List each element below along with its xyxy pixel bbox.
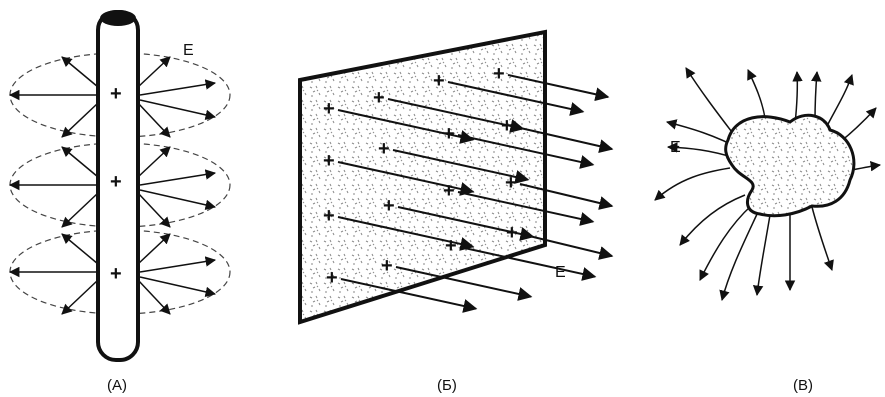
- plane-field-arrow: [340, 278, 478, 313]
- plane-field-arrow: [459, 246, 597, 281]
- panel-c-caption: (В): [793, 377, 813, 394]
- panel-c-conductor-field: E (В): [654, 67, 882, 394]
- charged-wire: [96, 10, 140, 362]
- conductor-field-line: [839, 107, 877, 143]
- panel-a-field-arrows: [8, 56, 217, 315]
- panel-b-plane-field: ++++++++++++++++ E (Б): [298, 29, 614, 394]
- plane-charge: +: [383, 195, 395, 217]
- wire-field-arrow: [61, 192, 99, 228]
- wire-field-arrow: [137, 56, 171, 88]
- conductor-field-line: [811, 206, 834, 271]
- plane-charge: +: [378, 138, 390, 160]
- wire-field-arrow: [137, 192, 171, 228]
- wire-field-arrow: [61, 56, 99, 88]
- panel-a-wire-field: + + + E (А): [8, 10, 231, 394]
- wire-charge-1: +: [110, 83, 122, 105]
- wire-field-arrow: [137, 146, 171, 178]
- panel-a-caption: (А): [107, 377, 127, 394]
- wire-field-arrow: [139, 79, 217, 96]
- plane-charge: +: [433, 70, 445, 92]
- wire-field-arrow: [139, 256, 217, 273]
- wire-field-arrow: [61, 233, 99, 265]
- plane-field-arrow: [337, 109, 475, 144]
- wire-field-arrow: [139, 276, 217, 298]
- panel-a-field-label: E: [183, 42, 194, 59]
- plane-field-arrow: [395, 266, 533, 301]
- plane-field-arrow: [457, 134, 595, 169]
- plane-charge: +: [445, 235, 457, 257]
- conductor-field-line: [719, 211, 759, 302]
- wire-charge-2: +: [110, 171, 122, 193]
- wire-field-arrow: [139, 189, 217, 211]
- panel-c-field-label: E: [670, 139, 681, 156]
- wire-field-arrow: [61, 279, 99, 315]
- plane-charge: +: [505, 172, 517, 194]
- panel-b-caption: (Б): [437, 377, 457, 394]
- wire-field-arrow: [137, 102, 171, 138]
- plane-charge: +: [493, 63, 505, 85]
- plane-field-arrow: [392, 149, 530, 184]
- conductor-field-line: [654, 167, 731, 201]
- plane-field-arrow: [337, 216, 475, 251]
- plane-field-arrow: [447, 81, 585, 116]
- plane-charge: +: [381, 255, 393, 277]
- conductor-field-line: [679, 194, 746, 246]
- plane-charge: +: [443, 180, 455, 202]
- wire-field-arrow: [137, 233, 171, 265]
- conductor-field-line: [851, 160, 882, 172]
- plane-charge: +: [326, 267, 338, 289]
- wire-charge-3: +: [110, 263, 122, 285]
- plane-field-arrow: [515, 126, 614, 154]
- charged-plane: [298, 29, 547, 325]
- plane-charge: +: [373, 87, 385, 109]
- conductor-field-line: [752, 214, 771, 297]
- plane-field-arrow: [387, 98, 525, 133]
- wire-field-arrow: [61, 146, 99, 178]
- plane-field-arrow: [519, 183, 614, 210]
- plane-field-arrow: [397, 206, 535, 241]
- conductor-field-line: [747, 69, 766, 119]
- panel-b-field-arrows: [337, 74, 614, 313]
- wire-field-arrow: [61, 102, 99, 138]
- conductor-field-line: [699, 204, 753, 281]
- conductor-field-line: [825, 74, 854, 129]
- wire-field-arrow: [139, 169, 217, 186]
- wire-field-arrow: [137, 279, 171, 315]
- plane-field-arrow: [457, 191, 595, 226]
- wire-top-cap: [100, 10, 136, 26]
- plane-charge: +: [323, 205, 335, 227]
- conductor-field-line: [811, 70, 822, 121]
- plane-charge: +: [323, 98, 335, 120]
- wire-field-arrow: [139, 99, 217, 121]
- plane-charge: +: [323, 150, 335, 172]
- plane-field-arrow: [507, 74, 610, 102]
- plane-field-arrow: [337, 161, 475, 196]
- plane-field-arrow: [520, 233, 614, 260]
- panel-b-field-label: E: [555, 264, 566, 281]
- irregular-conductor: [724, 113, 856, 218]
